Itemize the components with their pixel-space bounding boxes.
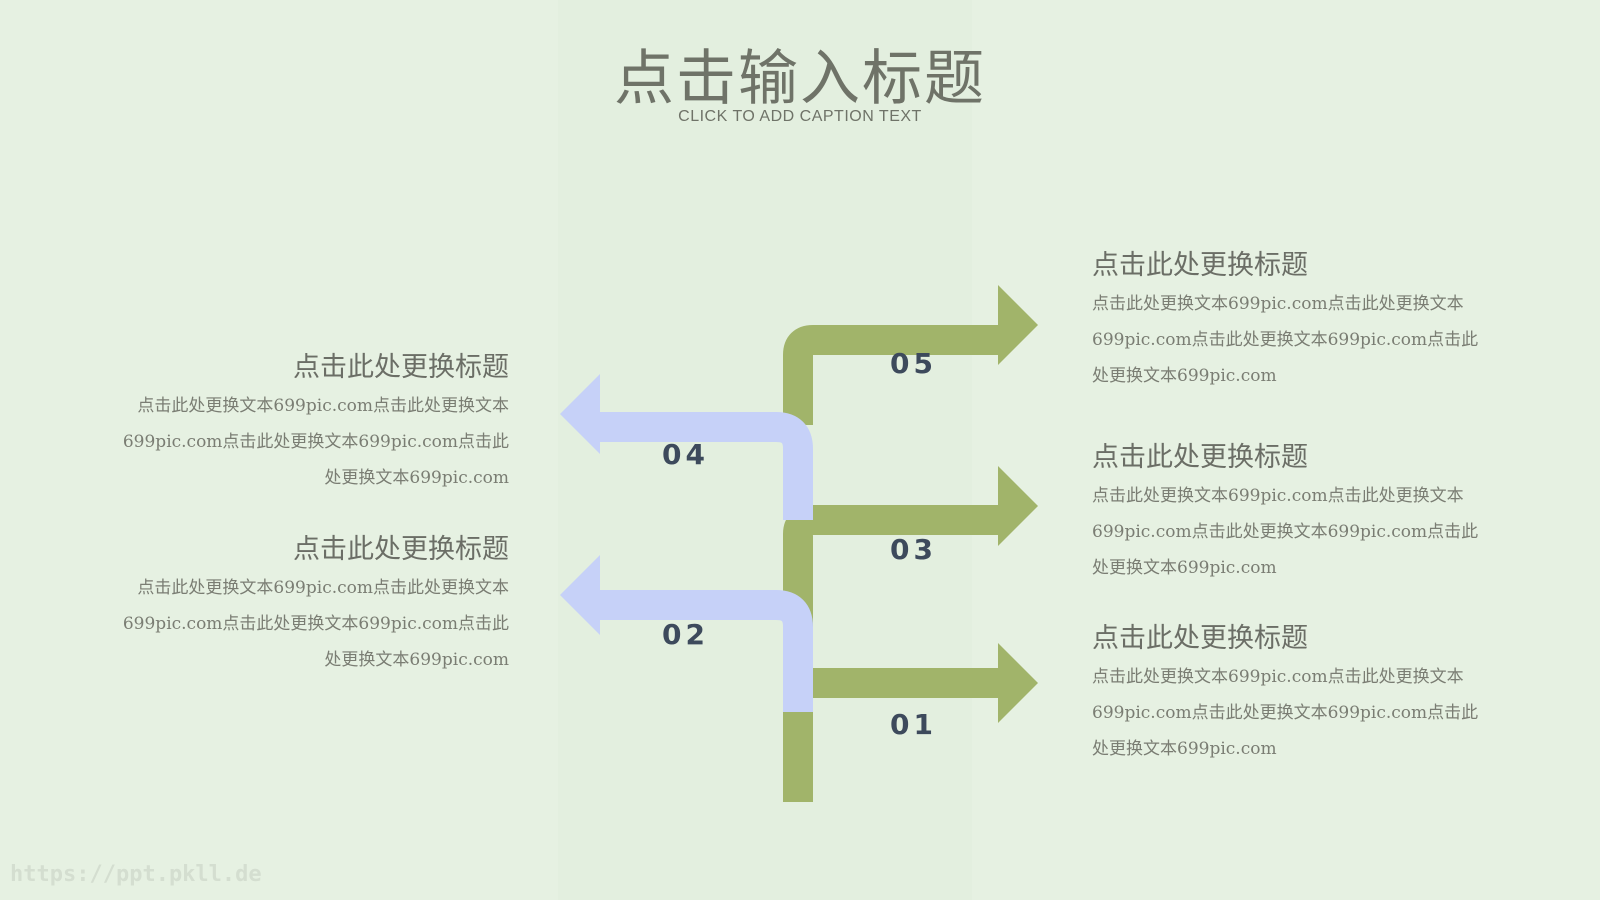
arrow-02-head [560,555,600,635]
trunk-base [783,712,813,802]
step-04-text: 点击此处更换标题 点击此处更换文本699pic.com点击此处更换文本699pi… [109,350,509,496]
step-01-title: 点击此处更换标题 [1092,623,1308,654]
arrow-02 [560,555,813,712]
step-05-title: 点击此处更换标题 [1092,250,1308,281]
arrow-05-head [998,285,1038,365]
step-04-title: 点击此处更换标题 [293,352,509,383]
page-title: 点击输入标题 [614,44,986,114]
step-02-title: 点击此处更换标题 [293,534,509,565]
step-01-body: 点击此处更换文本699pic.com点击此处更换文本699pic.com点击此处… [1092,667,1479,759]
step-number-02: 02 [662,618,709,651]
step-number-03: 03 [890,533,937,566]
arrow-05-shaft [783,325,1000,425]
arrow-04-shaft [596,412,813,520]
step-number-04: 04 [662,438,709,471]
step-02-text: 点击此处更换标题 点击此处更换文本699pic.com点击此处更换文本699pi… [109,532,509,678]
step-03-text: 点击此处更换标题 点击此处更换文本699pic.com点击此处更换文本699pi… [1092,440,1492,586]
step-number-05: 05 [890,347,937,380]
step-05-text: 点击此处更换标题 点击此处更换文本699pic.com点击此处更换文本699pi… [1092,248,1492,394]
step-01-text: 点击此处更换标题 点击此处更换文本699pic.com点击此处更换文本699pi… [1092,621,1492,767]
arrow-03-head [998,466,1038,546]
arrow-01-shaft [813,668,1003,698]
step-03-body: 点击此处更换文本699pic.com点击此处更换文本699pic.com点击此处… [1092,486,1479,578]
arrow-01 [783,643,1038,802]
arrow-02-shaft [596,590,813,712]
arrow-05 [783,285,1038,425]
arrow-01-head [998,643,1038,723]
watermark-url: https://ppt.pkll.de [10,862,262,887]
page-subtitle: CLICK TO ADD CAPTION TEXT [678,108,922,125]
step-number-01: 01 [890,708,937,741]
step-02-body: 点击此处更换文本699pic.com点击此处更换文本699pic.com点击此处… [122,578,509,670]
background-panel [558,0,972,900]
arrow-04 [560,374,813,520]
arrow-04-head [560,374,600,454]
step-05-body: 点击此处更换文本699pic.com点击此处更换文本699pic.com点击此处… [1092,294,1479,386]
step-03-title: 点击此处更换标题 [1092,442,1308,473]
step-04-body: 点击此处更换文本699pic.com点击此处更换文本699pic.com点击此处… [122,396,509,488]
